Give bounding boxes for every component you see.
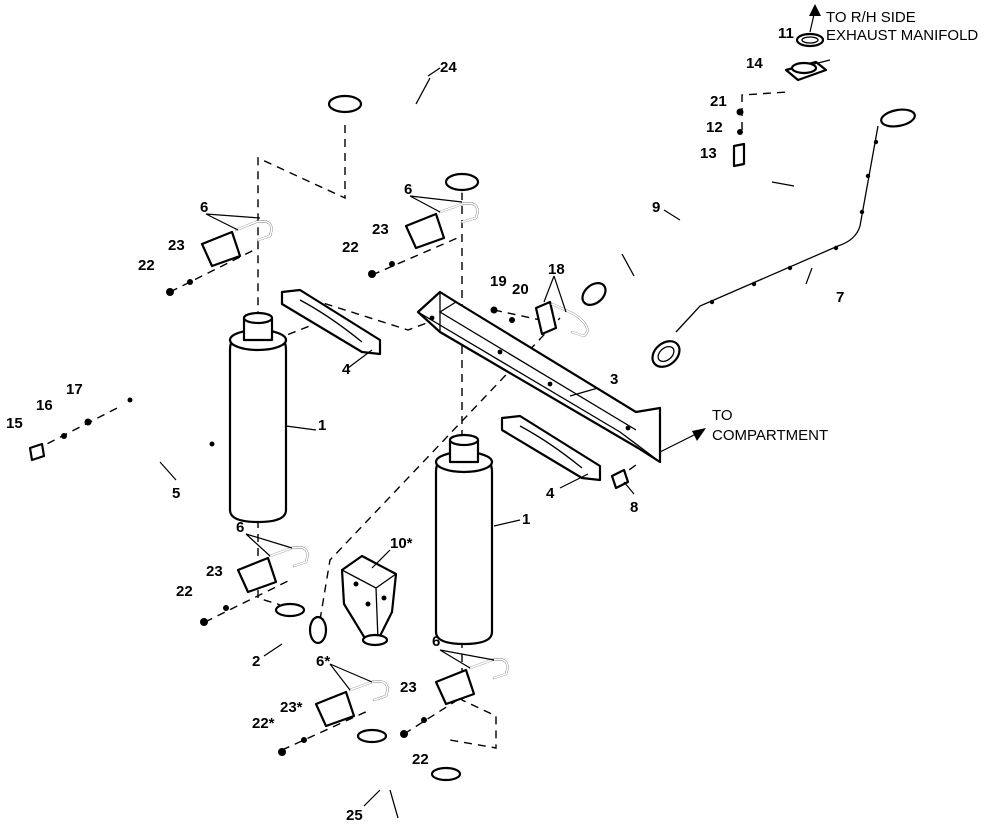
strap-5 bbox=[111, 397, 215, 461]
clamp-6-bottom-left bbox=[314, 680, 389, 728]
callout-22-top-mid: 22 bbox=[342, 239, 359, 256]
note-manifold-line1: TO R/H SIDE bbox=[826, 9, 916, 26]
callout-16: 16 bbox=[36, 397, 53, 414]
manifold-arrow-head bbox=[809, 4, 821, 16]
callout-1-right: 1 bbox=[522, 511, 530, 528]
elbow-2 bbox=[274, 599, 328, 655]
crossover-pipe-24 bbox=[327, 47, 480, 193]
callout-3: 3 bbox=[610, 371, 618, 388]
clamp-6-bottom-right bbox=[434, 658, 509, 706]
callout-8: 8 bbox=[630, 499, 638, 516]
callout-6-bottom-right: 6 bbox=[432, 633, 440, 650]
callout-14: 14 bbox=[746, 55, 763, 72]
note-compartment-line2: COMPARTMENT bbox=[712, 427, 828, 444]
callout-7: 7 bbox=[836, 289, 844, 306]
note-compartment-line1: TO bbox=[712, 407, 733, 424]
note-manifold-line2: EXHAUST MANIFOLD bbox=[826, 27, 978, 44]
callout-13: 13 bbox=[700, 145, 717, 162]
callout-10-star: 10* bbox=[390, 535, 413, 552]
clamp-18 bbox=[534, 300, 589, 338]
hardware-fasteners bbox=[28, 108, 746, 756]
callout-9: 9 bbox=[652, 199, 660, 216]
callout-23-top-left: 23 bbox=[168, 237, 185, 254]
callout-4-upper: 4 bbox=[342, 361, 351, 378]
callout-22-top-left: 22 bbox=[138, 257, 155, 274]
callout-23-bottom-right: 23 bbox=[400, 679, 417, 696]
callout-22-mid-left: 22 bbox=[176, 583, 193, 600]
bracket-10 bbox=[340, 554, 398, 647]
exhaust-pipe-9 bbox=[581, 69, 811, 306]
callout-labels: 24 6 6 23 22 23 22 4 1 17 16 15 5 6 23 2… bbox=[6, 25, 844, 824]
leader-lines bbox=[159, 59, 831, 807]
callout-23-mid-left: 23 bbox=[206, 563, 223, 580]
callout-15: 15 bbox=[6, 415, 23, 432]
callout-2: 2 bbox=[252, 653, 260, 670]
bracket-4-upper bbox=[280, 288, 382, 356]
callout-11: 11 bbox=[778, 25, 794, 42]
compartment-arrow-head bbox=[692, 428, 706, 441]
lower-pipe-25 bbox=[356, 727, 462, 823]
notes: TO R/H SIDE EXHAUST MANIFOLD TO COMPARTM… bbox=[712, 9, 978, 444]
callout-23-top-mid: 23 bbox=[372, 221, 389, 238]
callout-25: 25 bbox=[346, 807, 363, 824]
compartment-arrow-line bbox=[659, 431, 701, 453]
callout-23-star: 23* bbox=[280, 699, 303, 716]
callout-24: 24 bbox=[440, 59, 457, 76]
callout-4-lower: 4 bbox=[546, 485, 555, 502]
exhaust-tube-7 bbox=[651, 107, 916, 368]
flange-14 bbox=[784, 60, 828, 82]
support-beam-3 bbox=[416, 290, 662, 464]
callout-22-star: 22* bbox=[252, 715, 275, 732]
callout-19: 19 bbox=[490, 273, 507, 290]
clamp-6-mid-left bbox=[236, 546, 309, 594]
callout-20: 20 bbox=[512, 281, 529, 298]
muffler-1-left bbox=[228, 311, 288, 524]
callout-6-star: 6* bbox=[316, 653, 330, 670]
callout-1-left: 1 bbox=[318, 417, 326, 434]
callout-6-top-mid: 6 bbox=[404, 181, 412, 198]
callout-12: 12 bbox=[706, 119, 723, 136]
clamp-6-top-left bbox=[200, 220, 273, 268]
gasket-11 bbox=[795, 32, 825, 48]
callout-21: 21 bbox=[710, 93, 727, 110]
callout-17: 17 bbox=[66, 381, 83, 398]
callout-5: 5 bbox=[172, 485, 180, 502]
callout-18: 18 bbox=[548, 261, 565, 278]
clamp-6-top-mid bbox=[404, 202, 479, 250]
callout-6-top-left: 6 bbox=[200, 199, 208, 216]
callout-22-bottom-right: 22 bbox=[412, 751, 429, 768]
bracket-4-lower bbox=[500, 414, 602, 482]
callout-6-mid-left: 6 bbox=[236, 519, 244, 536]
muffler-1-right bbox=[434, 433, 494, 646]
